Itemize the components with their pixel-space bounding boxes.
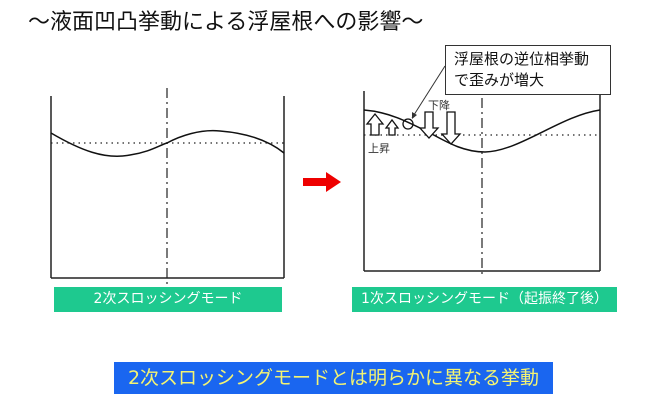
right-mode-label: 1次スロッシングモード（起振終了後） — [352, 287, 617, 312]
right-arrow-icon — [303, 172, 341, 192]
up-arrow-icon — [384, 118, 400, 136]
right-wave-surface — [363, 109, 601, 153]
left-mode-label: 2次スロッシングモード — [54, 287, 282, 312]
down-arrow-icon — [440, 111, 462, 145]
left-wave-surface — [50, 129, 285, 158]
callout-leader — [411, 65, 446, 119]
callout-line-2: で歪みが増大 — [454, 71, 545, 89]
fall-label: 下降 — [428, 99, 450, 112]
callout-box: 浮屋根の逆位相挙動 で歪みが増大 — [445, 45, 611, 95]
page-title: ～液面凹凸挙動による浮屋根への影響～ — [28, 10, 424, 35]
left-tank — [50, 88, 285, 284]
distortion-point-marker — [402, 118, 414, 130]
up-arrow-icon — [365, 112, 385, 136]
callout-line-1: 浮屋根の逆位相挙動 — [454, 50, 590, 68]
conclusion-banner: 2次スロッシングモードとは明らかに異なる挙動 — [114, 362, 553, 394]
rise-label: 上昇 — [368, 142, 390, 155]
right-tank — [363, 65, 601, 277]
down-arrow-icon — [418, 111, 440, 139]
